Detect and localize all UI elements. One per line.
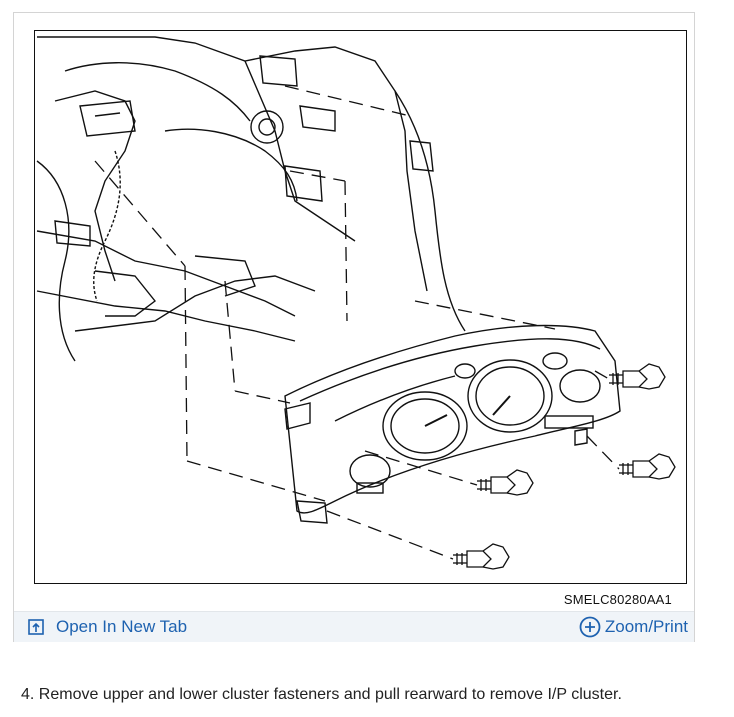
figure-toolbar: Open In New Tab Zoom/Print <box>14 611 694 642</box>
zoom-print-button[interactable]: Zoom/Print <box>579 615 688 639</box>
screw-lower-right <box>619 453 676 480</box>
figure-card: SMELC80280AA1 Open In New Tab Zoom/Print <box>13 12 695 642</box>
open-in-new-tab-label: Open In New Tab <box>56 617 188 636</box>
zoom-plus-circle-icon <box>579 616 601 638</box>
zoom-print-label: Zoom/Print <box>604 617 688 636</box>
screw-lower-left <box>453 543 510 570</box>
open-new-tab-icon <box>28 619 44 635</box>
screw-upper-right <box>609 363 666 390</box>
figure-code: SMELC80280AA1 <box>563 592 672 607</box>
cluster-removal-diagram[interactable] <box>34 30 687 584</box>
open-in-new-tab-button[interactable]: Open In New Tab <box>28 616 187 638</box>
line-drawing <box>36 36 676 570</box>
screw-middle <box>477 469 534 496</box>
step-caption: 4. Remove upper and lower cluster fasten… <box>21 686 622 703</box>
